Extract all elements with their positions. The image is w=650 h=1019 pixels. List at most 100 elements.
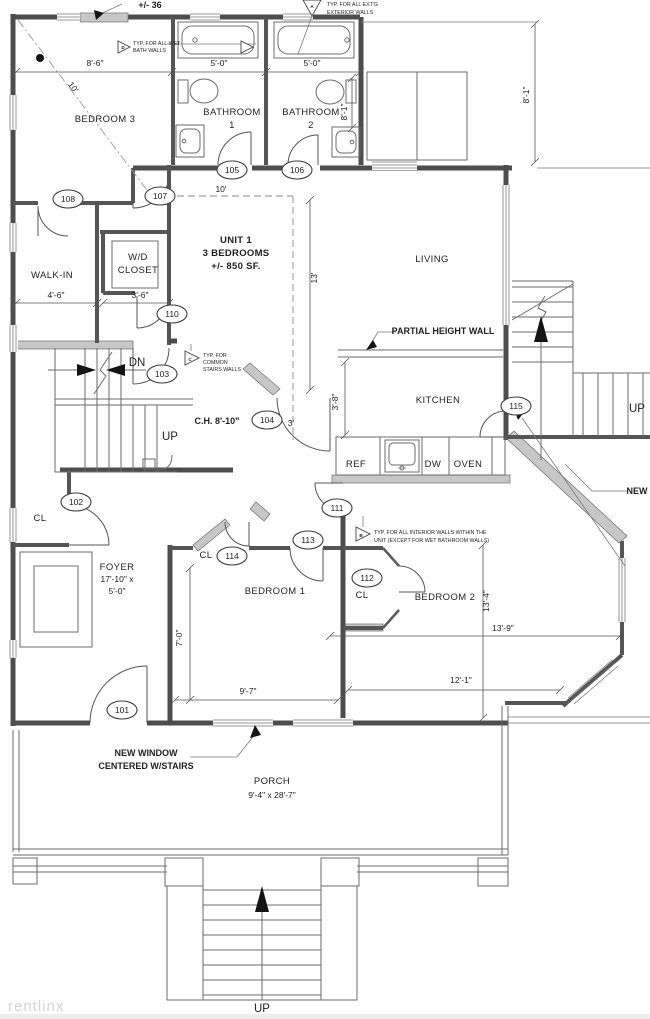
stair-dn: DN xyxy=(129,357,146,369)
stair-up-right: UP xyxy=(629,403,645,415)
note-ext-tag: A xyxy=(310,4,314,9)
note-common-tag: C xyxy=(188,357,192,362)
note-int-line2: UNIT (EXCEPT FOR WET BATHROOM WALLS) xyxy=(374,538,489,544)
note-wet-line1: TYP. FOR ALL WET xyxy=(133,41,181,47)
room-wd: W/D xyxy=(128,252,148,263)
dim-porch: 9'-4" x 28'-7" xyxy=(248,790,296,800)
note-int-line1: TYP. FOR ALL INTERIOR WALLS WITHIN THE xyxy=(374,530,487,536)
window-left-3 xyxy=(8,325,18,352)
room-bedroom1: BEDROOM 1 xyxy=(245,586,306,597)
note-wet-line2: BATH WALLS xyxy=(133,48,166,54)
room-cl-112: CL xyxy=(356,590,369,601)
window-left-5 xyxy=(8,640,18,658)
dim-bedroom3-diagonal: 10' xyxy=(66,80,81,95)
tag-114-label: 114 xyxy=(225,551,239,561)
new-diagonal-wall xyxy=(505,430,628,544)
room-cl-114: CL xyxy=(200,550,213,561)
door-112 xyxy=(398,565,426,593)
room-porch: PORCH xyxy=(254,776,290,787)
up-arrow-right xyxy=(534,316,548,460)
note-new-window-leader xyxy=(190,725,261,758)
porch-post xyxy=(320,857,360,887)
dim-bedroom1-height: 7'-0" xyxy=(174,630,184,647)
keynote-dot xyxy=(36,54,44,62)
stair-up-entry: UP xyxy=(254,1003,270,1015)
labels: +/- 36 TYP. FOR ALL EXT'G EXTERIOR WALLS… xyxy=(31,0,648,1015)
room-bedroom3: BEDROOM 3 xyxy=(75,114,136,125)
room-kitchen: KITCHEN xyxy=(416,395,461,406)
room-bedroom2: BEDROOM 2 xyxy=(415,592,476,603)
room-walkin: WALK-IN xyxy=(31,270,73,281)
stair-up-interior: UP xyxy=(162,431,178,443)
tag-112-label: 112 xyxy=(360,573,374,583)
tag-105-label: 105 xyxy=(225,165,239,175)
dim-unit-height: 13' xyxy=(309,272,319,283)
tag-102-label: 102 xyxy=(69,497,83,507)
tag-104: 104 xyxy=(251,410,283,430)
dim-bedroom3-width: 8'-6" xyxy=(87,58,104,68)
room-cl-102: CL xyxy=(34,513,47,524)
tag-113: 113 xyxy=(292,530,324,550)
tag-115: 115 xyxy=(500,396,532,416)
front-door-opening xyxy=(90,717,147,729)
dim-kitchen: 3'-8" xyxy=(330,394,340,411)
rear-deck xyxy=(361,21,650,724)
dim-top-wall: +/- 36 xyxy=(138,0,161,10)
tag-115-leader xyxy=(513,406,626,567)
cl114-back-wall xyxy=(192,518,231,552)
reference-lines xyxy=(17,19,294,440)
dim-bedroom2-width-lower: 12'-1" xyxy=(450,675,472,685)
note-common-line1: TYP. FOR xyxy=(203,353,227,359)
note-new-window-2: CENTERED W/STAIRS xyxy=(98,761,193,771)
porch-post xyxy=(477,857,509,887)
dim-bath1-width: 5'-0" xyxy=(211,58,228,68)
window-left-1 xyxy=(8,95,18,130)
room-bathroom2-no: 2 xyxy=(308,120,314,131)
door-114 xyxy=(224,521,250,547)
note-common-line2: COMMON xyxy=(203,360,228,366)
room-bathroom1: BATHROOM xyxy=(203,107,260,118)
interior-stair xyxy=(48,348,193,473)
note-top-wall xyxy=(94,3,123,20)
tag-108-label: 108 xyxy=(61,194,75,204)
tag-112: 112 xyxy=(351,568,383,588)
toilet-2 xyxy=(315,79,357,105)
door-104 xyxy=(276,397,331,452)
note-wet-tag: D xyxy=(121,45,125,50)
windows xyxy=(8,12,627,729)
stair-wall-shaded xyxy=(12,340,134,350)
note-common-stairs xyxy=(184,344,201,366)
tag-110: 110 xyxy=(156,304,188,324)
dim-bedroom2-height: 13'-4" xyxy=(481,590,491,612)
tag-103-label: 103 xyxy=(155,369,169,379)
unit-title: UNIT 1 xyxy=(220,235,252,246)
appliance-ref: REF xyxy=(346,459,366,470)
dim-bath2-width: 5'-0" xyxy=(304,58,321,68)
porch-post xyxy=(12,857,38,885)
tag-106: 106 xyxy=(281,160,313,180)
angled-wall-stub xyxy=(242,362,281,396)
unit-area: +/- 850 SF. xyxy=(211,261,261,272)
door-101 xyxy=(89,665,148,724)
entry-stair xyxy=(166,885,358,1001)
note-partial-wall: PARTIAL HEIGHT WALL xyxy=(392,326,495,336)
toilet-1 xyxy=(177,78,219,104)
door-113 xyxy=(289,547,324,582)
door113-stub xyxy=(249,501,271,522)
note-new: NEW xyxy=(627,486,649,496)
note-ext-line2: EXTERIOR WALLS xyxy=(327,10,374,16)
tag-108: 108 xyxy=(52,189,84,209)
room-wd-closet: CLOSET xyxy=(118,265,158,276)
page-edge xyxy=(0,1014,650,1019)
tag-113-label: 113 xyxy=(301,535,315,545)
window-top-1 xyxy=(57,12,80,22)
dim-foyer-1: 17'-10" x xyxy=(101,574,135,584)
door-115 xyxy=(479,410,507,438)
window-left-4 xyxy=(8,508,18,542)
tag-101: 101 xyxy=(106,700,138,720)
window-bottom-1 xyxy=(213,718,273,728)
up-arrow-entry xyxy=(255,886,269,1000)
fixtures xyxy=(175,21,506,476)
